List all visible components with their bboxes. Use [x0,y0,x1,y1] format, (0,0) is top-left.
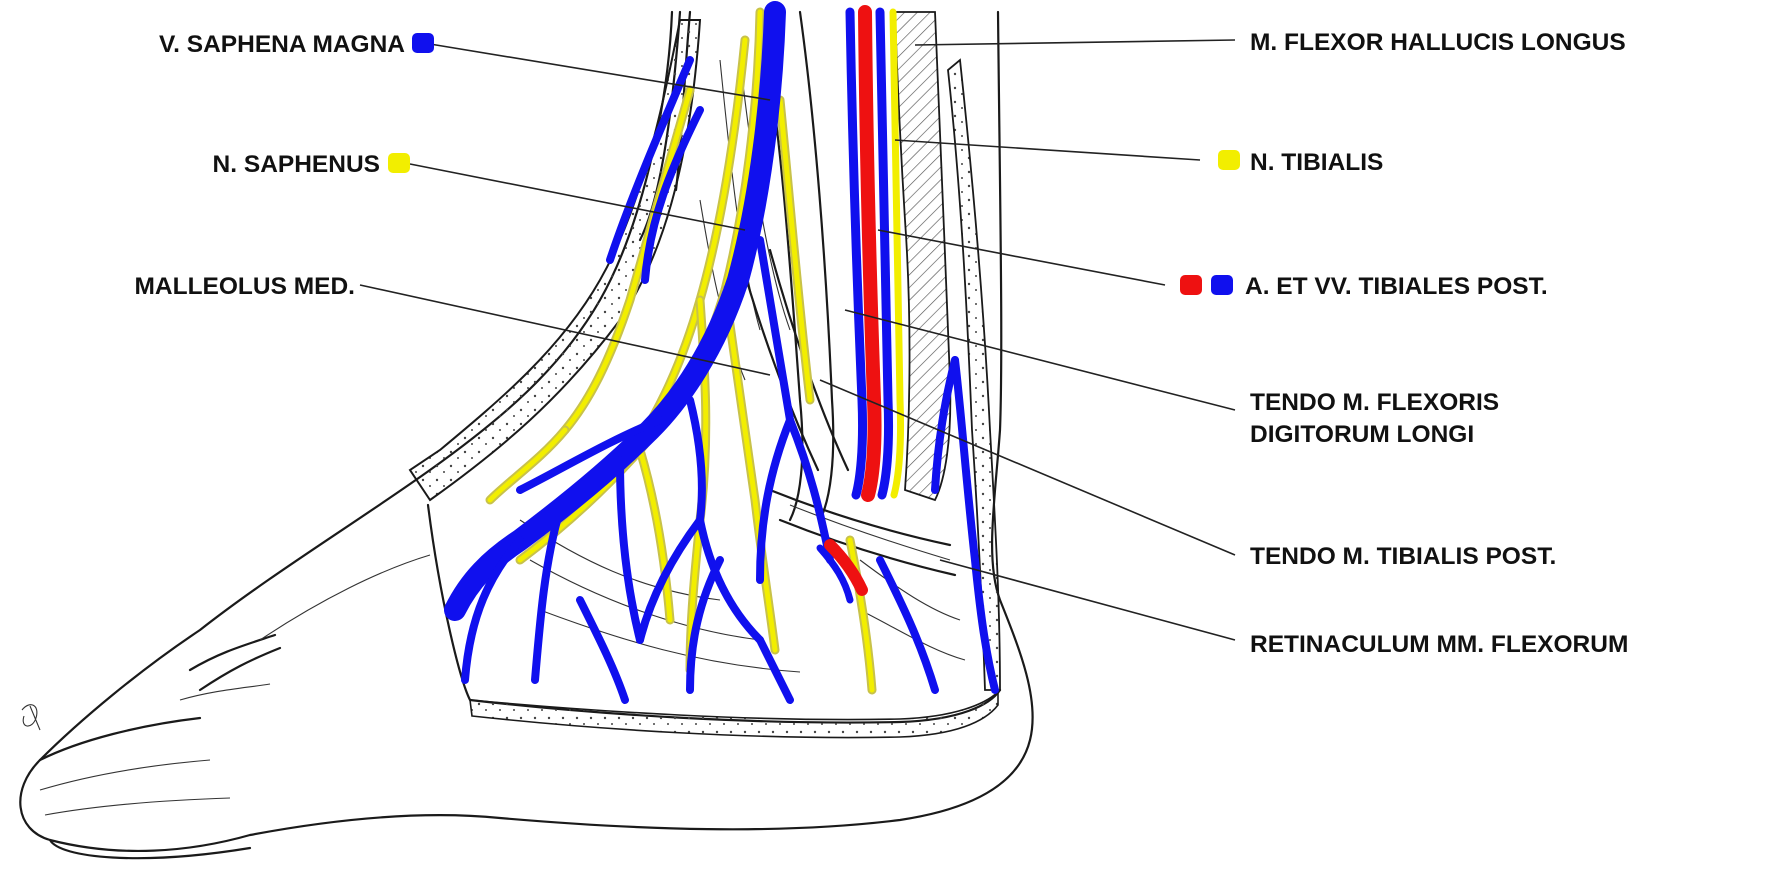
legend-markers [388,33,1240,295]
label-retinaculum: RETINACULUM MM. FLEXORUM [1250,631,1628,658]
marker-a-et-vv-vein [1211,275,1233,295]
marker-n-tibialis-nerve [1218,150,1240,170]
marker-n-saphenus-nerve [388,153,410,173]
marker-a-et-vv-artery [1180,275,1202,295]
artist-mark [22,705,40,730]
vein-branch [620,460,640,640]
nerve-branch [780,100,810,400]
label-v-saphena-magna: V. SAPHENA MAGNA [159,31,405,58]
vein-branch [580,600,625,700]
label-tendo-flexoris-line1: TENDO M. FLEXORIS [1250,389,1499,416]
label-malleolus-med: MALLEOLUS MED. [135,273,356,300]
label-n-saphenus: N. SAPHENUS [213,151,380,178]
vein-branch [690,400,702,520]
label-m-flexor-hallucis-longus: M. FLEXOR HALLUCIS LONGUS [1250,29,1626,56]
label-a-et-vv-tibiales-post: A. ET VV. TIBIALES POST. [1245,273,1548,300]
leader-m-flexor-hallucis [915,40,1235,45]
vein-branch [790,420,830,560]
label-tendo-flexoris-line2: DIGITORUM LONGI [1250,421,1474,448]
leader-tendo-flexoris [845,310,1235,410]
leader-n-saphenus [410,164,745,230]
marker-v-saphena-magna-vein [412,33,434,53]
label-n-tibialis: N. TIBIALIS [1250,149,1383,176]
label-tendo-tibialis-post: TENDO M. TIBIALIS POST. [1250,543,1556,570]
vein-branch [760,420,790,580]
leader-v-saphena-magna [430,44,770,100]
